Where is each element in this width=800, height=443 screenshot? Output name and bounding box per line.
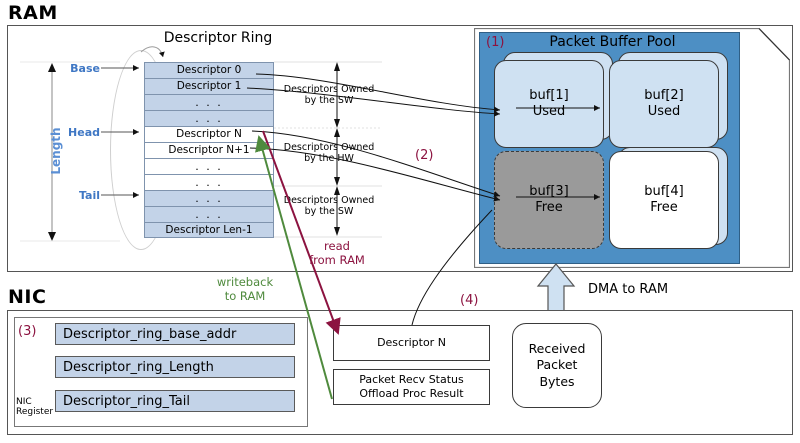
head-label: Head bbox=[68, 126, 100, 139]
packet-status-box[interactable]: Packet Recv Status Offload Proc Result bbox=[333, 369, 490, 405]
writeback-line1: writeback bbox=[216, 275, 274, 289]
register-descriptor-ring-base-addr[interactable]: Descriptor_ring_base_addr bbox=[55, 323, 295, 345]
received-line2: Packet bbox=[536, 357, 578, 373]
read-line2: from RAM bbox=[309, 252, 365, 267]
step-1-label: (1) bbox=[486, 35, 505, 50]
descriptor-ring-column: Descriptor 0 Descriptor 1 . . . . . . Descri… bbox=[144, 62, 274, 238]
descriptor-ring-title: Descriptor Ring bbox=[163, 30, 273, 46]
buffer-name: buf[2] bbox=[644, 87, 684, 103]
base-label: Base bbox=[70, 62, 100, 75]
descriptor-n-box[interactable]: Descriptor N bbox=[333, 325, 490, 361]
descriptor-row-label: . . . bbox=[195, 208, 223, 221]
length-indicator bbox=[40, 63, 64, 241]
descriptor-row-label: Descriptor 0 bbox=[176, 64, 242, 77]
ownership-label-hw: Descriptors Owned by the HW bbox=[276, 142, 382, 165]
ownership-label-sw-top: Descriptors Owned by the SW bbox=[276, 84, 382, 107]
status-line2: Offload Proc Result bbox=[359, 387, 464, 400]
ownership-line1: Descriptors Owned bbox=[283, 195, 375, 206]
writeback-to-ram-label: writeback to RAM bbox=[200, 275, 290, 304]
buffer-card-3[interactable]: buf[3] Free bbox=[494, 151, 604, 249]
read-from-ram-label: read from RAM bbox=[292, 239, 382, 268]
descriptor-row[interactable]: . . . bbox=[144, 158, 274, 174]
descriptor-row[interactable]: Descriptor N bbox=[144, 126, 274, 142]
ownership-line2: by the HW bbox=[304, 152, 354, 164]
ownership-line1: Descriptors Owned bbox=[283, 84, 375, 95]
descriptor-row-label: . . . bbox=[195, 160, 223, 173]
nic-register-caption: NIC Register bbox=[16, 397, 56, 418]
descriptor-row[interactable]: . . . bbox=[144, 190, 274, 206]
step-3-label: (3) bbox=[18, 324, 37, 339]
descriptor-row-label: Descriptor N+1 bbox=[168, 144, 250, 157]
step-4-label: (4) bbox=[460, 293, 479, 308]
packet-buffer-pool-title: Packet Buffer Pool bbox=[549, 34, 676, 50]
step-2-label: (2) bbox=[415, 148, 434, 163]
descriptor-row-label: . . . bbox=[195, 176, 223, 189]
descriptor-row[interactable]: . . . bbox=[144, 94, 274, 110]
descriptor-row[interactable]: Descriptor 1 bbox=[144, 78, 274, 94]
descriptor-row[interactable]: . . . bbox=[144, 206, 274, 222]
buffer-card-1[interactable]: buf[1] Used bbox=[494, 60, 604, 148]
received-line3: Bytes bbox=[539, 373, 575, 389]
register-descriptor-ring-tail[interactable]: Descriptor_ring_Tail bbox=[55, 390, 295, 412]
buffer-state: Used bbox=[532, 104, 566, 119]
buffer-card-2[interactable]: buf[2] Used bbox=[609, 60, 719, 148]
buffer-name: buf[4] bbox=[644, 183, 684, 199]
ownership-line2: by the SW bbox=[304, 94, 354, 106]
descriptor-row[interactable]: Descriptor N+1 bbox=[144, 142, 274, 158]
buffer-state: Free bbox=[535, 200, 563, 215]
nic-section-title: NIC bbox=[8, 286, 47, 308]
descriptor-row[interactable]: . . . bbox=[144, 174, 274, 190]
buffer-name: buf[3] bbox=[529, 183, 569, 199]
nic-register-caption-line2: Register bbox=[16, 407, 54, 418]
dma-to-ram-label: DMA to RAM bbox=[588, 282, 669, 297]
read-line1: read bbox=[324, 239, 350, 253]
nic-register-caption-line1: NIC bbox=[16, 397, 32, 407]
descriptor-row-label: Descriptor 1 bbox=[176, 80, 242, 93]
ownership-line2: by the SW bbox=[304, 205, 354, 217]
descriptor-row-label: . . . bbox=[195, 192, 223, 205]
buffer-name: buf[1] bbox=[529, 87, 569, 103]
ownership-line1: Descriptors Owned bbox=[283, 142, 375, 153]
buffer-card-4[interactable]: buf[4] Free bbox=[609, 151, 719, 249]
descriptor-row[interactable]: . . . bbox=[144, 110, 274, 126]
received-line1: Received bbox=[528, 341, 586, 357]
writeback-line2: to RAM bbox=[224, 288, 266, 303]
received-packet-bytes-box[interactable]: Received Packet Bytes bbox=[512, 323, 602, 408]
register-descriptor-ring-length[interactable]: Descriptor_ring_Length bbox=[55, 356, 295, 378]
buffer-state: Used bbox=[647, 104, 681, 119]
descriptor-row[interactable]: Descriptor 0 bbox=[144, 62, 274, 78]
descriptor-row-label: . . . bbox=[195, 112, 223, 125]
tail-label: Tail bbox=[78, 189, 100, 202]
descriptor-row-label: . . . bbox=[195, 96, 223, 109]
ownership-label-sw-bottom: Descriptors Owned by the SW bbox=[276, 195, 382, 218]
descriptor-row[interactable]: Descriptor Len-1 bbox=[144, 222, 274, 238]
status-line1: Packet Recv Status bbox=[359, 373, 464, 387]
buffer-state: Free bbox=[650, 200, 678, 215]
descriptor-row-label: Descriptor Len-1 bbox=[165, 223, 253, 236]
descriptor-row-label: Descriptor N bbox=[176, 128, 242, 141]
ram-section-title: RAM bbox=[8, 2, 58, 24]
